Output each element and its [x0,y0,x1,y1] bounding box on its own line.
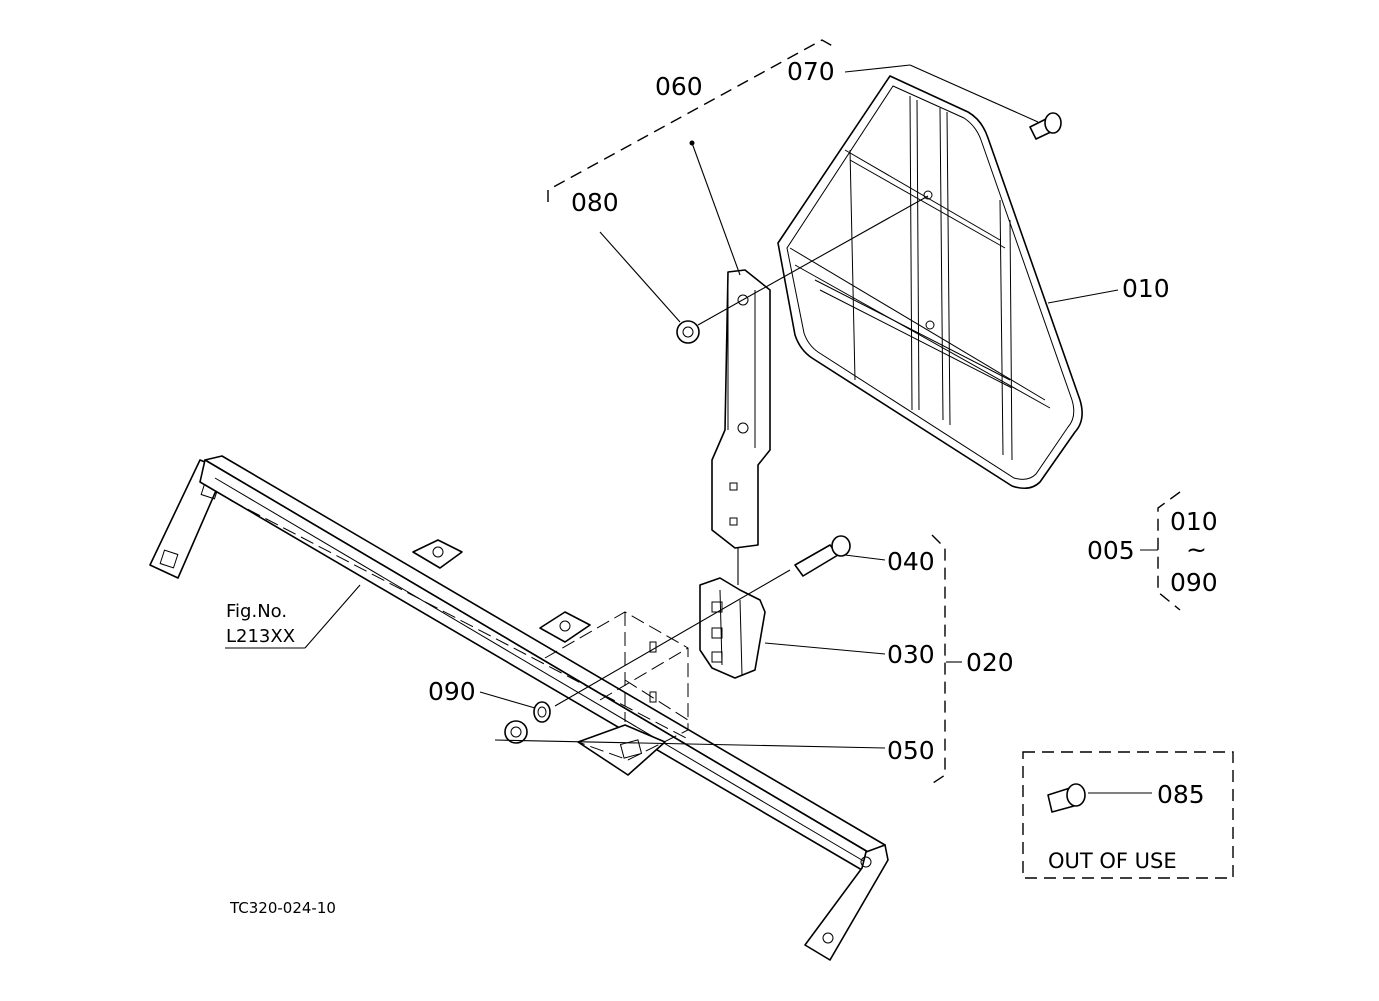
figure-ref-line2: L213XX [226,626,295,647]
bolt-085 [1047,783,1086,813]
range-separator: ~ [1186,535,1207,564]
group-bracket-005 [1157,491,1181,611]
callout-060: 060 [655,72,703,101]
out-of-use-box [1022,751,1234,879]
callout-080: 080 [571,188,619,217]
range-from: 010 [1170,507,1218,536]
drawing-code: TC320-024-10 [229,899,336,917]
holder-bracket [699,577,766,679]
callout-010: 010 [1122,274,1170,303]
callout-005: 005 [1087,536,1135,565]
group-bracket-060 [547,39,837,202]
callout-070: 070 [787,57,835,86]
nut-050 [504,720,528,744]
frame-beam [149,455,889,961]
washer-090 [533,701,551,723]
range-to: 090 [1170,568,1218,597]
callout-040: 040 [887,547,935,576]
callout-020: 020 [966,648,1014,677]
group-bracket-020 [929,534,946,786]
out-of-use-label: OUT OF USE [1048,849,1177,873]
nut-080 [676,320,700,344]
figure-ref-line1: Fig.No. [226,601,287,622]
callout-030: 030 [887,640,935,669]
bolt-040 [794,535,851,577]
stay-bracket [711,269,771,549]
leader-lines [225,64,1158,794]
callout-090: 090 [428,677,476,706]
grille-guard [777,75,1083,490]
callout-085: 085 [1157,780,1205,809]
callout-050: 050 [887,736,935,765]
bolt-070 [1029,112,1062,140]
